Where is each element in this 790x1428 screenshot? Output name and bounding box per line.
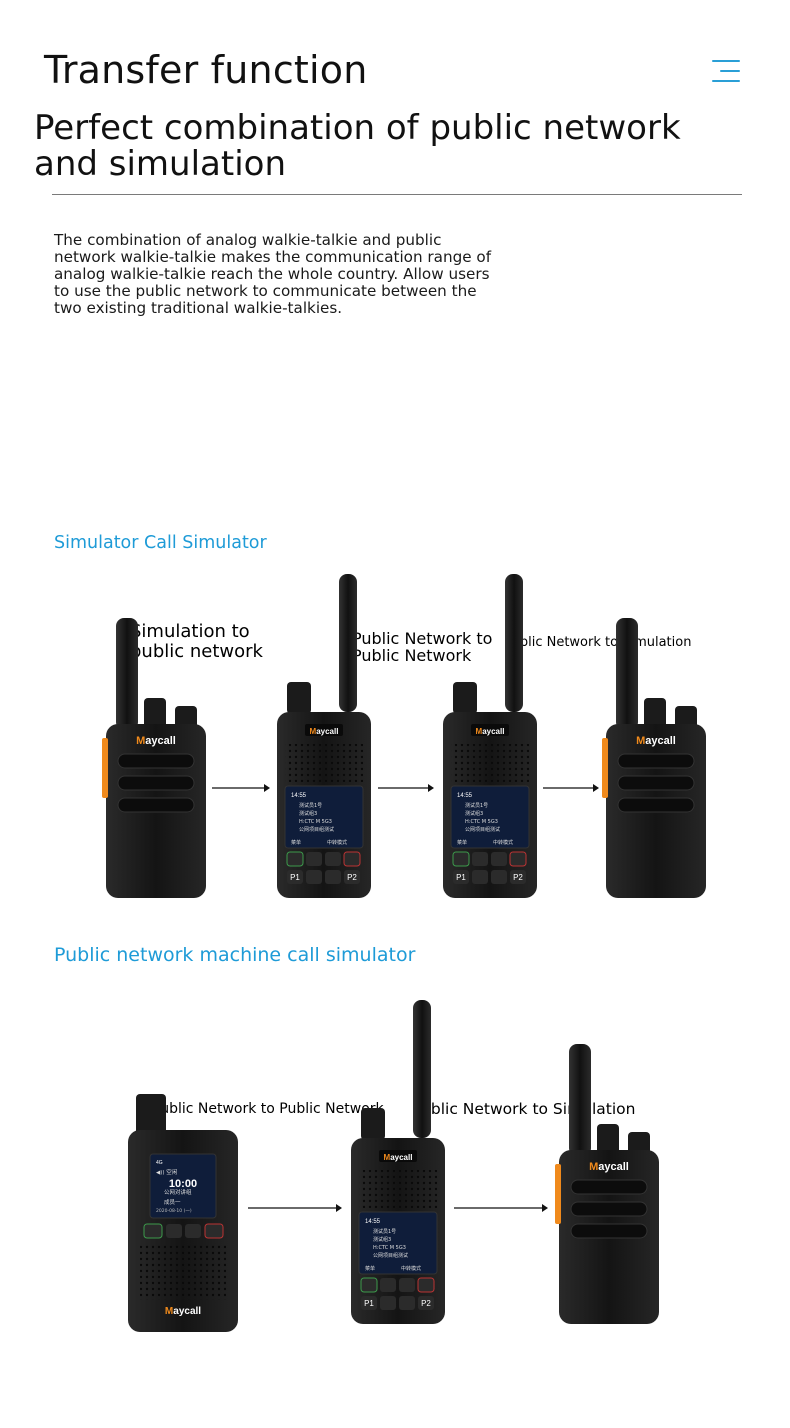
brand-logo: Maycall (636, 735, 676, 747)
svg-text:14:55: 14:55 (291, 793, 307, 799)
svg-text:14:55: 14:55 (365, 1219, 381, 1225)
intro-paragraph: The combination of analog walkie-talkie … (54, 231, 492, 317)
svg-text:H:CTC M 5G3: H:CTC M 5G3 (299, 819, 332, 825)
svg-text:H:CTC M 5G3: H:CTC M 5G3 (465, 819, 498, 825)
svg-text:P2: P2 (421, 1299, 431, 1308)
svg-text:10:00: 10:00 (169, 1178, 197, 1190)
public-network-handheld: 4G ◀)) 空闲 10:00 公网对讲组 成员一 2020-08-10 (一)… (128, 1094, 238, 1332)
arrow-right-icon (543, 784, 599, 792)
headline-line-1: Perfect combination of public network (34, 108, 681, 148)
brand-logo: Maycall (384, 1153, 413, 1162)
svg-text:中转模式: 中转模式 (493, 839, 513, 846)
caption-line: Public Network (352, 645, 472, 665)
arrow-right-icon (212, 784, 270, 792)
svg-text:测试组3: 测试组3 (373, 1236, 391, 1243)
svg-text:H:CTC M 5G3: H:CTC M 5G3 (373, 1245, 406, 1251)
brand-logo: Maycall (310, 727, 339, 736)
svg-text:菜单: 菜单 (291, 839, 301, 846)
svg-text:菜单: 菜单 (365, 1265, 375, 1272)
public-network-radio: Maycall 14:55 测试员1号 测试组3 H:CTC M 5G3 公网项… (277, 574, 371, 898)
svg-text:中转模式: 中转模式 (401, 1265, 421, 1272)
svg-text:公网项目组测试: 公网项目组测试 (373, 1252, 408, 1259)
caption-line: Public Network to (352, 629, 493, 648)
svg-text:公网项目组测试: 公网项目组测试 (465, 826, 500, 833)
analog-radio: Maycall (555, 1044, 659, 1324)
svg-text:测试员1号: 测试员1号 (373, 1228, 396, 1235)
headline-line-2: and simulation (34, 144, 287, 184)
caption-public-to-simulation: Public Network to Simulation (504, 635, 692, 650)
brand-logo: Maycall (165, 1306, 201, 1317)
arrow-right-icon (454, 1204, 548, 1212)
brand-logo: Maycall (136, 735, 176, 747)
public-network-radio: Maycall 14:55 测试员1号 测试组3 H:CTC M 5G3 公网项… (351, 1000, 445, 1324)
section-label-public-network: Public network machine call simulator (54, 944, 416, 966)
public-network-radio: Maycall 14:55 测试员1号 测试组3 H:CTC M 5G3 公网项… (443, 574, 537, 898)
analog-radio: Maycall (602, 618, 706, 898)
svg-text:P1: P1 (364, 1299, 374, 1308)
svg-text:14:55: 14:55 (457, 793, 473, 799)
menu-button[interactable] (708, 58, 742, 86)
svg-text:P1: P1 (290, 873, 300, 882)
svg-text:成员一: 成员一 (164, 1198, 181, 1206)
svg-text:中转模式: 中转模式 (327, 839, 347, 846)
caption-line: public network (130, 641, 263, 662)
svg-text:公网对讲组: 公网对讲组 (164, 1188, 192, 1196)
svg-text:菜单: 菜单 (457, 839, 467, 846)
arrow-right-icon (378, 784, 434, 792)
page-title: Transfer function (44, 48, 368, 92)
caption-simulation-to-public: Simulation to public network (130, 622, 263, 662)
svg-text:4G: 4G (156, 1160, 163, 1166)
svg-text:2020-08-10 (一): 2020-08-10 (一) (156, 1208, 192, 1214)
brand-logo: Maycall (476, 727, 505, 736)
svg-text:测试员1号: 测试员1号 (465, 802, 488, 809)
svg-text:测试组3: 测试组3 (465, 810, 483, 817)
arrow-right-icon (248, 1204, 342, 1212)
svg-text:P2: P2 (347, 873, 357, 882)
brand-logo: Maycall (589, 1161, 629, 1173)
analog-radio: Maycall (102, 618, 206, 898)
svg-text:测试员1号: 测试员1号 (299, 802, 322, 809)
caption-line: Simulation to (130, 621, 250, 642)
section-label-simulator: Simulator Call Simulator (54, 533, 267, 553)
headline: Perfect combination of public network an… (34, 110, 734, 182)
svg-text:测试组3: 测试组3 (299, 810, 317, 817)
divider (52, 194, 742, 195)
svg-text:P1: P1 (456, 873, 466, 882)
svg-text:◀)) 空闲: ◀)) 空闲 (156, 1168, 178, 1176)
caption-public-to-public: Public Network to Public Network (352, 629, 493, 665)
caption-public-to-public-2: Public Network to Public Network (152, 1101, 384, 1117)
svg-text:公网项目组测试: 公网项目组测试 (299, 826, 334, 833)
svg-text:P2: P2 (513, 873, 523, 882)
